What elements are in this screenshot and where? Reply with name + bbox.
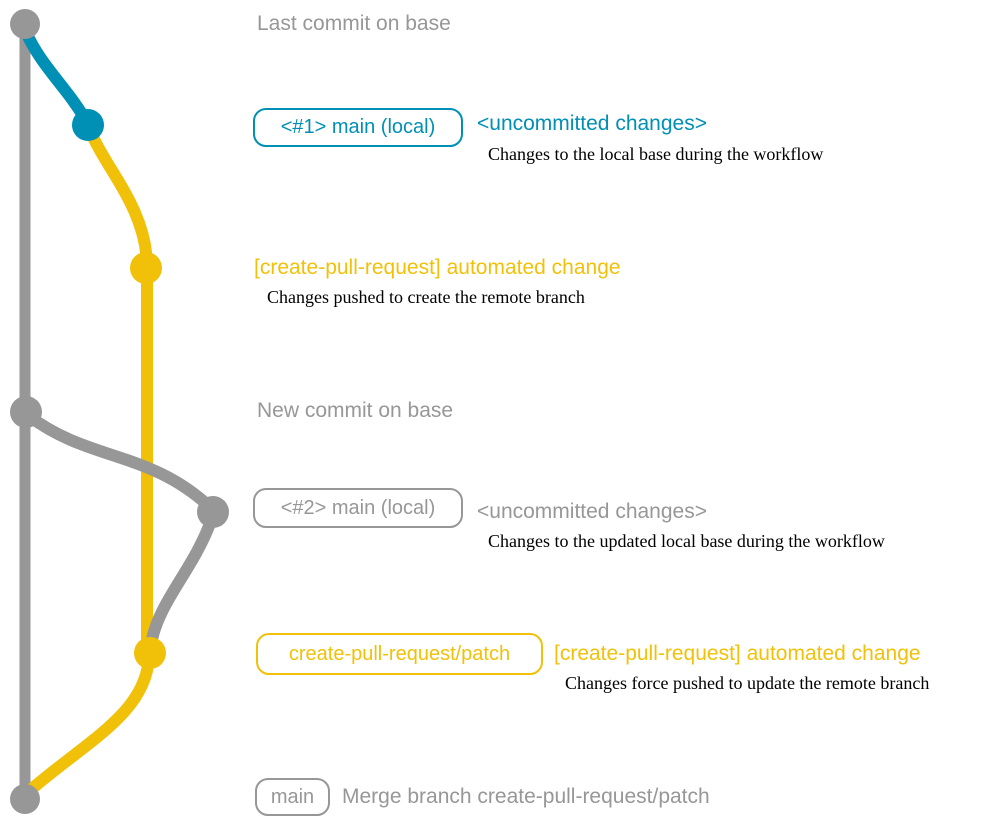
branch-tag-main: main bbox=[255, 778, 330, 816]
description-local-1: Changes to the local base during the wor… bbox=[488, 144, 824, 164]
commit-dot-local-1 bbox=[72, 109, 104, 141]
description-push-1: Changes pushed to create the remote bran… bbox=[267, 287, 585, 307]
commit-message-new-base: New commit on base bbox=[257, 399, 454, 422]
merge-line bbox=[21, 651, 155, 799]
commit-dot-push-2 bbox=[134, 637, 166, 669]
commit-dot-new-base bbox=[10, 396, 42, 428]
description-push-2: Changes force pushed to update the remot… bbox=[565, 673, 930, 693]
branch-tag-local-2: <#2> main (local) bbox=[253, 488, 463, 528]
commit-dot-local-2 bbox=[197, 496, 229, 528]
description-local-2: Changes to the updated local base during… bbox=[488, 531, 885, 551]
force-push-line bbox=[145, 512, 218, 650]
commit-dot-merge bbox=[10, 784, 40, 814]
commit-dot-last-base bbox=[10, 9, 40, 39]
local-branch-line bbox=[20, 26, 94, 130]
branch-tag-pull-request-patch: create-pull-request/patch bbox=[256, 633, 543, 675]
commit-message-push-1: [create-pull-request] automated change bbox=[254, 256, 621, 279]
pull-request-branch-line bbox=[83, 122, 153, 656]
commit-message-last-base: Last commit on base bbox=[257, 12, 451, 35]
commit-message-merge: Merge branch create-pull-request/patch bbox=[342, 785, 710, 808]
commit-message-local-1: <uncommitted changes> bbox=[477, 112, 707, 135]
rebase-branch-line bbox=[23, 410, 218, 515]
commit-dot-push-1 bbox=[130, 252, 162, 284]
branch-tag-local-1: <#1> main (local) bbox=[253, 108, 463, 147]
commit-message-local-2: <uncommitted changes> bbox=[477, 500, 707, 523]
commit-message-push-2: [create-pull-request] automated change bbox=[554, 642, 921, 665]
